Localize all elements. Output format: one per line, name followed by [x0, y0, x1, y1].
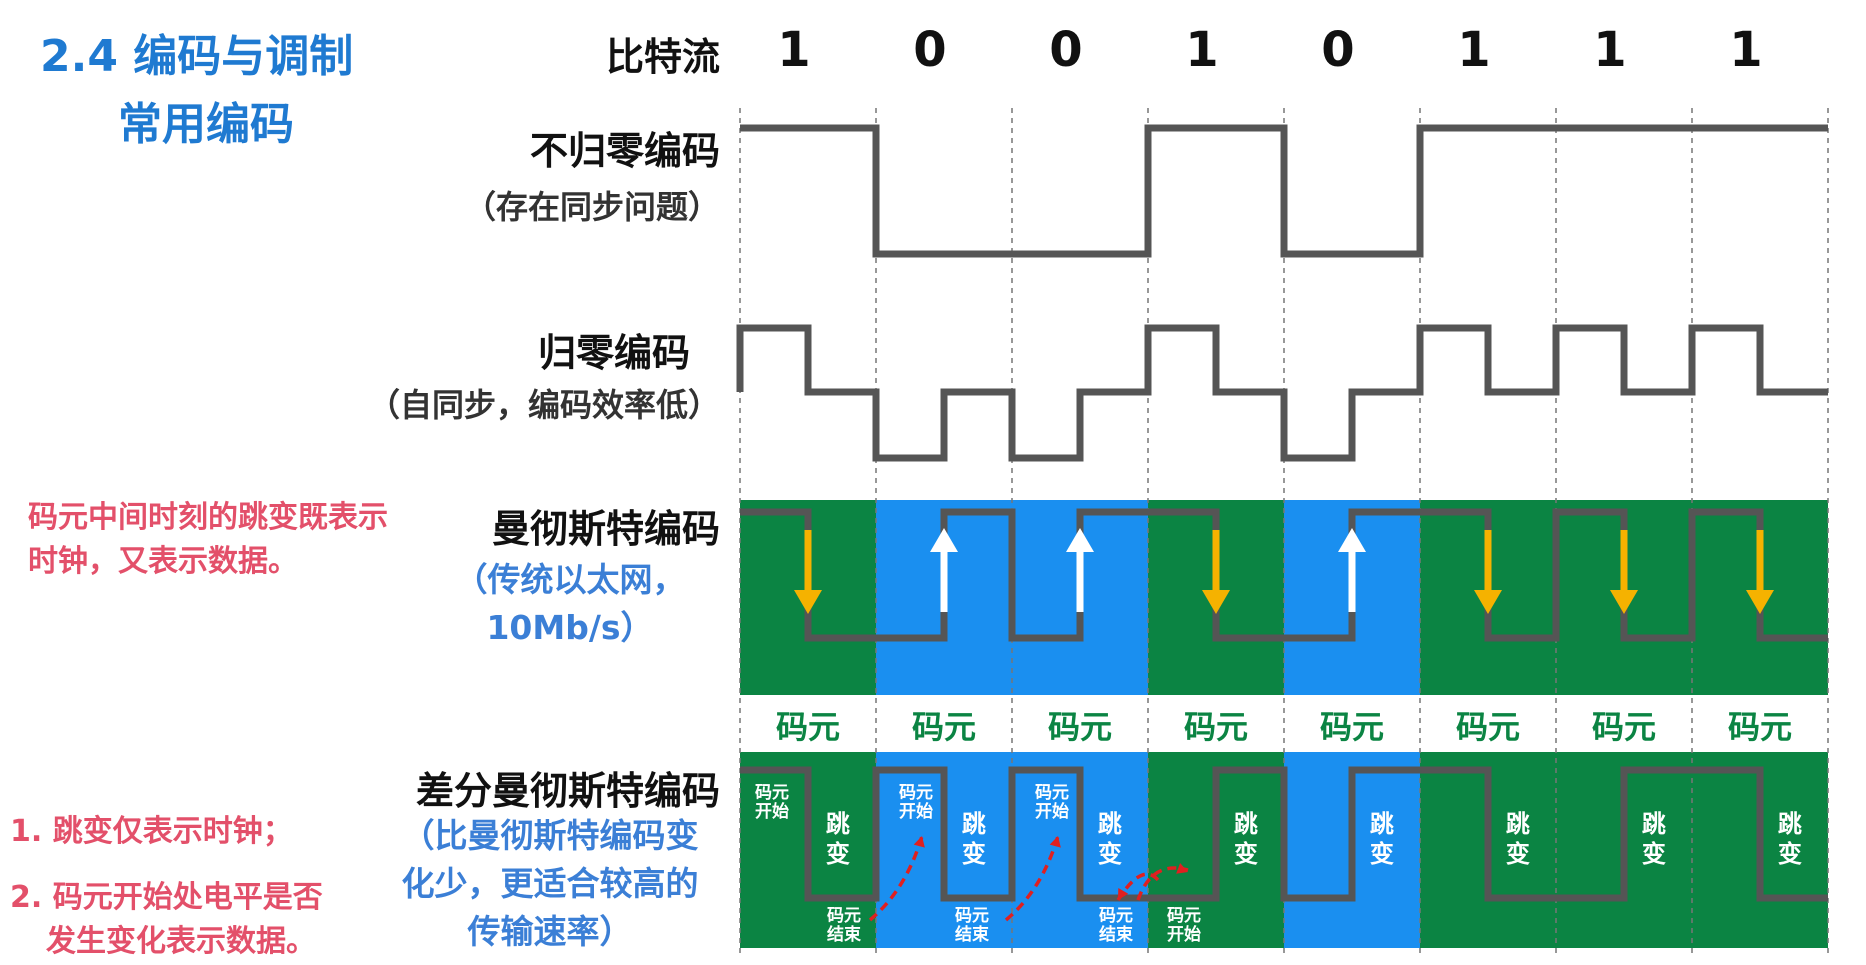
symbol-start-label: 开始	[1167, 924, 1201, 945]
down-arrow-head-icon	[1746, 590, 1774, 614]
symbol-end-label: 码元	[955, 906, 989, 926]
jump-label: 跳	[1642, 810, 1666, 838]
symbol-end-label: 结束	[955, 924, 989, 945]
symbol-label: 码元	[776, 708, 840, 746]
red-arrow-icon	[868, 835, 924, 922]
bit-4: 0	[1321, 22, 1355, 78]
symbol-label: 码元	[1320, 708, 1384, 746]
jump-label: 跳	[1370, 810, 1394, 838]
bit-5: 1	[1457, 22, 1491, 78]
jump-label: 变	[1098, 840, 1122, 868]
jump-label: 跳	[826, 810, 850, 838]
symbol-label: 码元	[912, 708, 976, 746]
bitstream-label: 比特流	[605, 35, 720, 79]
jump-label: 变	[1506, 840, 1530, 868]
symbol-end-label: 结束	[827, 924, 861, 945]
up-arrow-head-icon	[1066, 528, 1094, 552]
nrz-label: 不归零编码	[529, 129, 720, 173]
symbol-end-label: 码元	[827, 906, 861, 926]
symbol-label: 码元	[1048, 708, 1112, 746]
rz-note: （自同步，编码效率低）	[367, 386, 720, 424]
up-arrow-head-icon	[1338, 528, 1366, 552]
jump-label: 跳	[962, 810, 986, 838]
symbol-label: 码元	[1456, 708, 1520, 746]
bit-0: 1	[777, 22, 811, 78]
red-arrow-icon	[1136, 866, 1189, 901]
jump-label: 跳	[1778, 810, 1802, 838]
diff-manchester-label: 差分曼彻斯特编码	[415, 769, 720, 813]
jump-label: 变	[1642, 840, 1666, 868]
jump-label: 变	[1234, 840, 1258, 868]
manchester-note: （传统以太网， 10Mb/s）	[454, 560, 686, 647]
symbol-label: 码元	[1728, 708, 1792, 746]
rz-waveform	[736, 324, 1828, 462]
jump-label: 变	[826, 840, 850, 868]
down-arrow-head-icon	[1202, 590, 1230, 614]
page-subtitle: 常用编码	[118, 99, 294, 150]
symbol-end-label: 结束	[1099, 924, 1133, 945]
bit-3: 1	[1185, 22, 1219, 78]
jump-label: 变	[1370, 840, 1394, 868]
bit-6: 1	[1593, 22, 1627, 78]
red-arrow-icon-head	[1176, 862, 1188, 874]
diff-side-note-1: 1. 跳变仅表示时钟；	[10, 814, 293, 849]
bit-2: 0	[1049, 22, 1083, 78]
nrz-note: （存在同步问题）	[463, 188, 720, 226]
manchester-side-note: 码元中间时刻的跳变既表示 时钟，又表示数据。	[28, 500, 388, 579]
red-arrow-icon-head	[1049, 836, 1061, 848]
jump-label: 跳	[1098, 810, 1122, 838]
symbol-start-label: 开始	[1035, 801, 1069, 822]
jump-label: 跳	[1234, 810, 1258, 838]
symbol-start-label: 开始	[755, 801, 789, 822]
symbol-start-label: 码元	[1167, 906, 1201, 926]
symbol-start-label: 开始	[899, 801, 933, 822]
nrz-waveform	[740, 124, 1828, 258]
diff-manchester-waveform	[740, 766, 1828, 902]
up-arrow-head-icon	[930, 528, 958, 552]
down-arrow-head-icon	[1474, 590, 1502, 614]
diff-manchester-note: （比曼彻斯特编码变 化少，更适合较高的 传输速率）	[401, 816, 699, 951]
jump-label: 跳	[1506, 810, 1530, 838]
down-arrow-head-icon	[794, 590, 822, 614]
bit-7: 1	[1729, 22, 1763, 78]
symbol-label: 码元	[1184, 708, 1248, 746]
rz-label: 归零编码	[537, 331, 690, 375]
bit-1: 0	[913, 22, 947, 78]
diff-side-note-2: 2. 码元开始处电平是否 发生变化表示数据。	[10, 880, 323, 959]
symbol-start-label: 码元	[899, 783, 933, 803]
red-arrow-icon-head	[913, 836, 925, 848]
manchester-label: 曼彻斯特编码	[491, 507, 720, 551]
red-arrow-icon	[1004, 835, 1060, 922]
symbol-label: 码元	[1592, 708, 1656, 746]
jump-label: 变	[962, 840, 986, 868]
symbol-start-label: 码元	[1035, 783, 1069, 803]
down-arrow-head-icon	[1610, 590, 1638, 614]
symbol-start-label: 码元	[755, 783, 789, 803]
page-title: 2.4 编码与调制	[40, 31, 354, 82]
red-arrow-icon-head	[1118, 888, 1129, 900]
jump-label: 变	[1778, 840, 1802, 868]
symbol-end-label: 码元	[1099, 906, 1133, 926]
